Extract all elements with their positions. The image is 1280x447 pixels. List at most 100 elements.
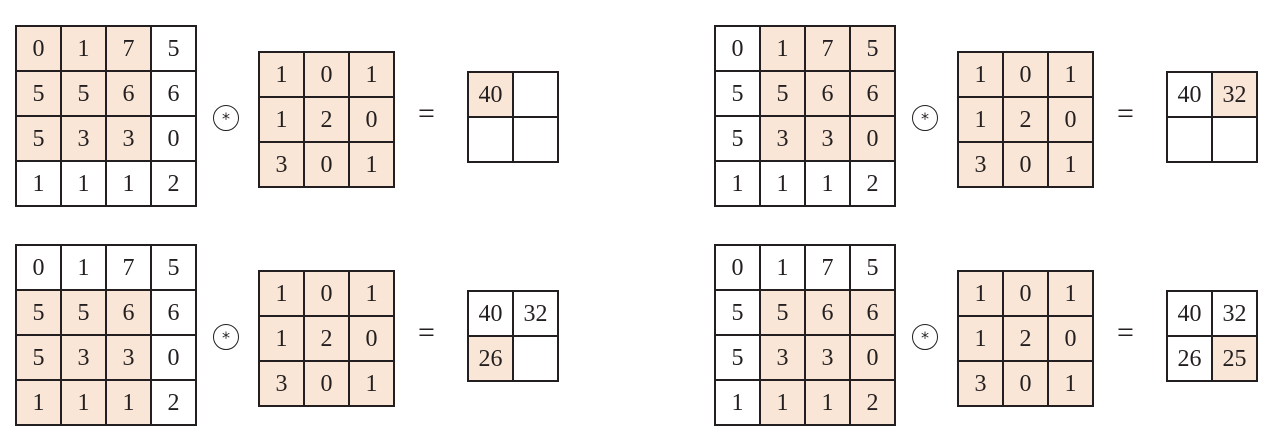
output-matrix-cell: 32	[1212, 291, 1257, 336]
input-matrix-cell: 7	[805, 245, 850, 290]
equals-sign: =	[418, 316, 435, 349]
input-matrix-cell: 1	[16, 161, 61, 206]
kernel-matrix-cell: 2	[1003, 97, 1048, 142]
kernel-matrix-cell: 3	[958, 361, 1003, 406]
equals-sign: =	[1117, 97, 1134, 130]
kernel-matrix-cell: 1	[259, 316, 304, 361]
kernel-matrix-cell: 0	[1003, 361, 1048, 406]
input-matrix-cell: 1	[61, 161, 106, 206]
input-matrix-cell: 1	[760, 26, 805, 71]
kernel-matrix-cell: 0	[349, 316, 394, 361]
kernel-matrix-cell: 0	[1048, 316, 1093, 361]
output-matrix-cell: 32	[513, 291, 558, 336]
kernel-matrix-cell: 0	[1003, 271, 1048, 316]
kernel-matrix-cell: 1	[958, 271, 1003, 316]
kernel-matrix-cell: 0	[349, 97, 394, 142]
input-matrix-cell: 1	[61, 26, 106, 71]
convolution-operator-icon: *	[213, 324, 239, 350]
input-matrix-cell: 7	[805, 26, 850, 71]
kernel-matrix-cell: 1	[349, 52, 394, 97]
kernel-matrix-cell: 0	[1048, 97, 1093, 142]
input-matrix-cell: 5	[16, 116, 61, 161]
output-matrix-cell: 40	[1167, 291, 1212, 336]
kernel-matrix-cell: 1	[958, 316, 1003, 361]
input-matrix-cell: 3	[805, 116, 850, 161]
input-matrix-cell: 0	[16, 245, 61, 290]
input-matrix-cell: 6	[850, 71, 895, 116]
input-matrix-cell: 7	[106, 245, 151, 290]
input-matrix-cell: 5	[151, 245, 196, 290]
input-matrix-cell: 5	[16, 71, 61, 116]
kernel-matrix-cell: 3	[259, 142, 304, 187]
input-matrix-cell: 1	[715, 380, 760, 425]
convolution-operator-icon: *	[912, 105, 938, 131]
kernel-matrix-cell: 3	[958, 142, 1003, 187]
input-matrix-cell: 1	[715, 161, 760, 206]
kernel-matrix-cell: 2	[304, 97, 349, 142]
input-matrix-cell: 7	[106, 26, 151, 71]
input-matrix-cell: 1	[61, 245, 106, 290]
kernel-matrix-cell: 1	[259, 271, 304, 316]
input-matrix-cell: 1	[760, 380, 805, 425]
input-matrix-cell: 0	[715, 26, 760, 71]
convolution-operator-icon: *	[213, 105, 239, 131]
convolution-operator-icon: *	[912, 324, 938, 350]
input-matrix-cell: 3	[61, 335, 106, 380]
input-matrix-cell: 1	[805, 380, 850, 425]
input-matrix-cell: 6	[151, 290, 196, 335]
input-matrix-cell: 3	[106, 116, 151, 161]
output-matrix-cell: 26	[468, 336, 513, 381]
kernel-matrix-cell: 0	[1003, 142, 1048, 187]
input-matrix-cell: 1	[16, 380, 61, 425]
input-matrix-cell: 5	[760, 71, 805, 116]
kernel-matrix-cell: 2	[304, 316, 349, 361]
output-matrix-cell: 40	[468, 72, 513, 117]
output-matrix-cell	[1167, 117, 1212, 162]
input-matrix-cell: 5	[715, 290, 760, 335]
input-matrix-cell: 2	[151, 161, 196, 206]
input-matrix-cell: 5	[61, 71, 106, 116]
kernel-matrix-cell: 1	[259, 52, 304, 97]
kernel-matrix-cell: 0	[304, 361, 349, 406]
output-matrix-cell	[1212, 117, 1257, 162]
kernel-matrix-cell: 0	[1003, 52, 1048, 97]
output-matrix-cell: 26	[1167, 336, 1212, 381]
input-matrix-cell: 2	[151, 380, 196, 425]
input-matrix-cell: 0	[151, 116, 196, 161]
kernel-matrix-cell: 1	[1048, 142, 1093, 187]
input-matrix-cell: 5	[850, 26, 895, 71]
kernel-matrix-cell: 1	[349, 142, 394, 187]
input-matrix-cell: 6	[805, 71, 850, 116]
kernel-matrix-cell: 1	[349, 271, 394, 316]
input-matrix-cell: 5	[760, 290, 805, 335]
input-matrix-cell: 1	[106, 161, 151, 206]
kernel-matrix-cell: 1	[1048, 271, 1093, 316]
input-matrix-cell: 5	[151, 26, 196, 71]
kernel-matrix-cell: 0	[304, 142, 349, 187]
input-matrix-cell: 3	[61, 116, 106, 161]
input-matrix-cell: 0	[16, 26, 61, 71]
output-matrix-cell: 40	[1167, 72, 1212, 117]
input-matrix-cell: 5	[850, 245, 895, 290]
input-matrix-cell: 5	[715, 71, 760, 116]
output-matrix-cell	[513, 72, 558, 117]
input-matrix-cell: 2	[850, 161, 895, 206]
output-matrix-cell: 25	[1212, 336, 1257, 381]
input-matrix-cell: 1	[106, 380, 151, 425]
input-matrix-cell: 5	[61, 290, 106, 335]
input-matrix-cell: 6	[850, 290, 895, 335]
input-matrix-cell: 5	[715, 335, 760, 380]
equals-sign: =	[1117, 316, 1134, 349]
